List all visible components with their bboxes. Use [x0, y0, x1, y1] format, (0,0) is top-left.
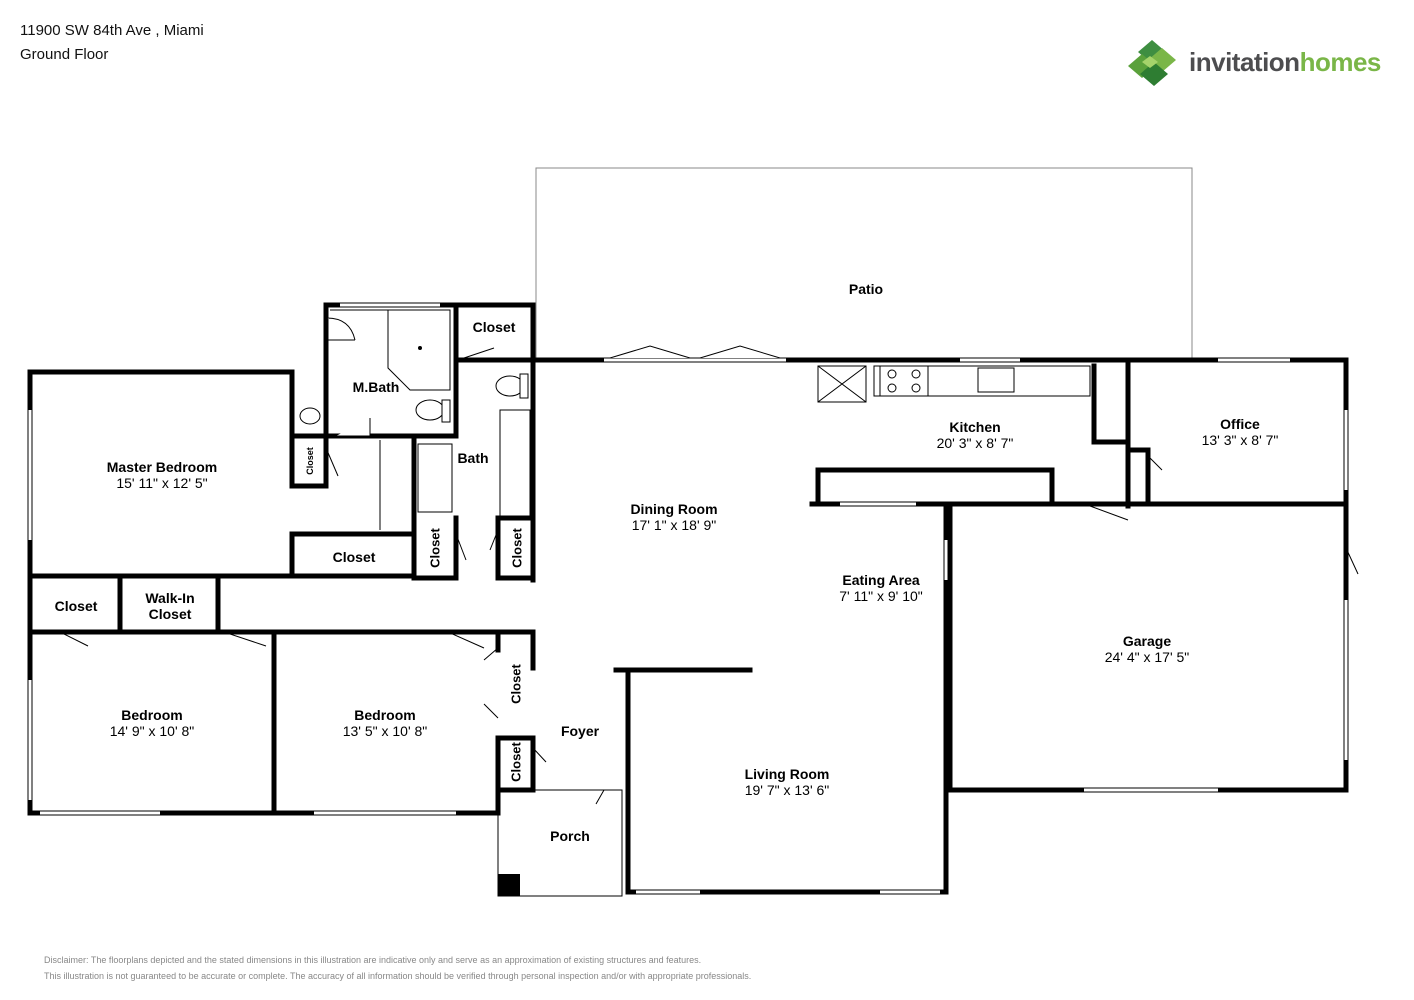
room-label-bath: Bath [457, 450, 489, 466]
room-label-foyer: Foyer [560, 723, 600, 739]
address-text: 11900 SW 84th Ave , Miami [20, 22, 204, 39]
room-label-patio: Patio [848, 281, 884, 297]
disclaimer-line-2: This illustration is not guaranteed to b… [44, 971, 752, 981]
room-label-closet-hall: Closet [332, 549, 376, 565]
porch-column [498, 874, 520, 896]
room-label-closet-bath-right: Closet [509, 528, 525, 568]
doors [59, 317, 1359, 805]
room-label-closet-bath-left: Closet [427, 528, 443, 568]
floor-level-text: Ground Floor [20, 46, 109, 63]
company-logo: invitationhomes [1128, 38, 1388, 90]
disclaimer-line-1: Disclaimer: The floorplans depicted and … [44, 955, 702, 965]
room-label-closet-bed2: Closet [508, 664, 524, 704]
room-label-closet-top: Closet [472, 319, 516, 335]
patio-outline [535, 167, 1193, 360]
walls [27, 302, 1349, 895]
room-label-walk-in-closet: Walk-In Closet [145, 590, 195, 622]
thin-walls [330, 309, 623, 897]
invitation-homes-diamond-logo-icon [1128, 40, 1176, 86]
room-label-closet-left: Closet [54, 598, 98, 614]
logo-wordmark: invitationhomes [1189, 47, 1381, 77]
room-label-mbath: M.Bath [352, 379, 400, 395]
kitchen-fixtures [817, 365, 1091, 403]
windows [28, 303, 1348, 894]
room-label-porch: Porch [550, 828, 590, 844]
bath-fixtures [299, 346, 529, 425]
room-label-closet-foyer: Closet [508, 742, 524, 782]
room-label-closet-mbath: Closet [305, 447, 315, 475]
